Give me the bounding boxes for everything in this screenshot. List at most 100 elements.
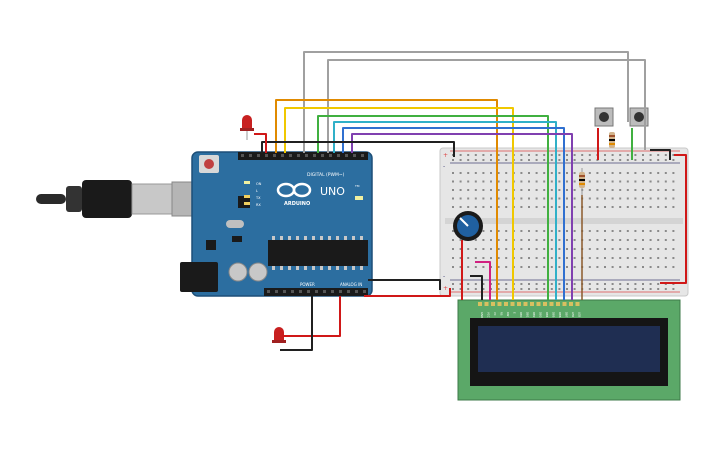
hole [562,302,567,306]
hole [626,172,629,174]
hole [523,302,528,306]
hole [573,206,576,208]
potentiometer[interactable] [453,211,483,241]
wire-red-5v [364,288,451,297]
hole [664,180,667,183]
hole [490,172,492,174]
hole [497,302,502,306]
hole [305,154,308,157]
hole [505,180,508,183]
hole [474,266,477,268]
hole [626,288,629,290]
hole [459,239,462,241]
hole [596,230,599,232]
hole [657,172,660,174]
hole [588,283,591,285]
model-label: UNO [320,185,345,198]
hole [558,180,561,183]
hole [307,290,310,293]
hole [530,302,534,306]
wire-magenta [475,261,491,300]
hole [573,230,576,232]
hole [315,290,318,293]
hole [611,239,614,241]
lcd-pin-label: DB6 [558,312,562,318]
hole [452,206,454,208]
hole [626,197,629,200]
lcd-pin-label: DB1 [526,312,530,318]
hole [596,257,599,259]
hole [528,248,530,250]
hole [474,197,477,200]
hole [550,172,553,174]
hole [528,159,530,161]
hole [490,189,492,191]
hole [672,257,675,259]
hole [634,159,637,161]
hole [566,172,568,174]
hole [550,266,553,268]
hole [573,180,576,183]
lcd-pin-label: LED [578,312,582,317]
hole [566,230,568,232]
hole [664,206,667,208]
hole [619,257,622,259]
hole [634,257,637,259]
hole [467,172,470,174]
pushbutton-2[interactable] [629,107,649,127]
hole [520,172,523,174]
hole [642,197,644,200]
hole [573,257,576,259]
hole [642,283,644,285]
hole [672,239,675,241]
arduino-uno-board[interactable]: ARDUINO UNO TM DIGITAL (PWM~) POWER ANAL… [180,151,373,297]
hole [505,239,508,241]
wire-purple [351,133,573,300]
hole [497,154,500,156]
hole [361,154,364,157]
hole [611,288,614,290]
arduino-logo [276,182,312,198]
hole [664,288,667,290]
hole [490,248,492,250]
hole [535,248,538,250]
hole [482,266,485,268]
hole [467,288,470,290]
hole [664,257,667,259]
hole [596,248,599,250]
hole [467,180,470,183]
hole [566,189,568,191]
hole [520,180,523,183]
hole [619,283,622,285]
hole [535,172,538,174]
hole [355,290,358,293]
hole [611,266,614,268]
hole [657,248,660,250]
hole [634,197,637,200]
hole [267,290,270,293]
hole [535,230,538,232]
hole [611,159,614,161]
hole [313,154,316,157]
hole [657,266,660,268]
hole [664,189,667,191]
hole [474,172,477,174]
hole [642,248,644,250]
hole [363,290,366,293]
hole [490,239,492,241]
hole [634,239,637,241]
pushbutton-1[interactable] [594,107,614,127]
hole [596,189,599,191]
hole [353,154,356,157]
hole [528,172,530,174]
hole [619,189,622,191]
hole [634,248,637,250]
hole [566,206,568,208]
hole [588,288,591,290]
lcd-pin-label: LED [571,312,575,317]
hole [345,154,348,157]
hole [588,248,591,250]
hole [558,283,561,285]
